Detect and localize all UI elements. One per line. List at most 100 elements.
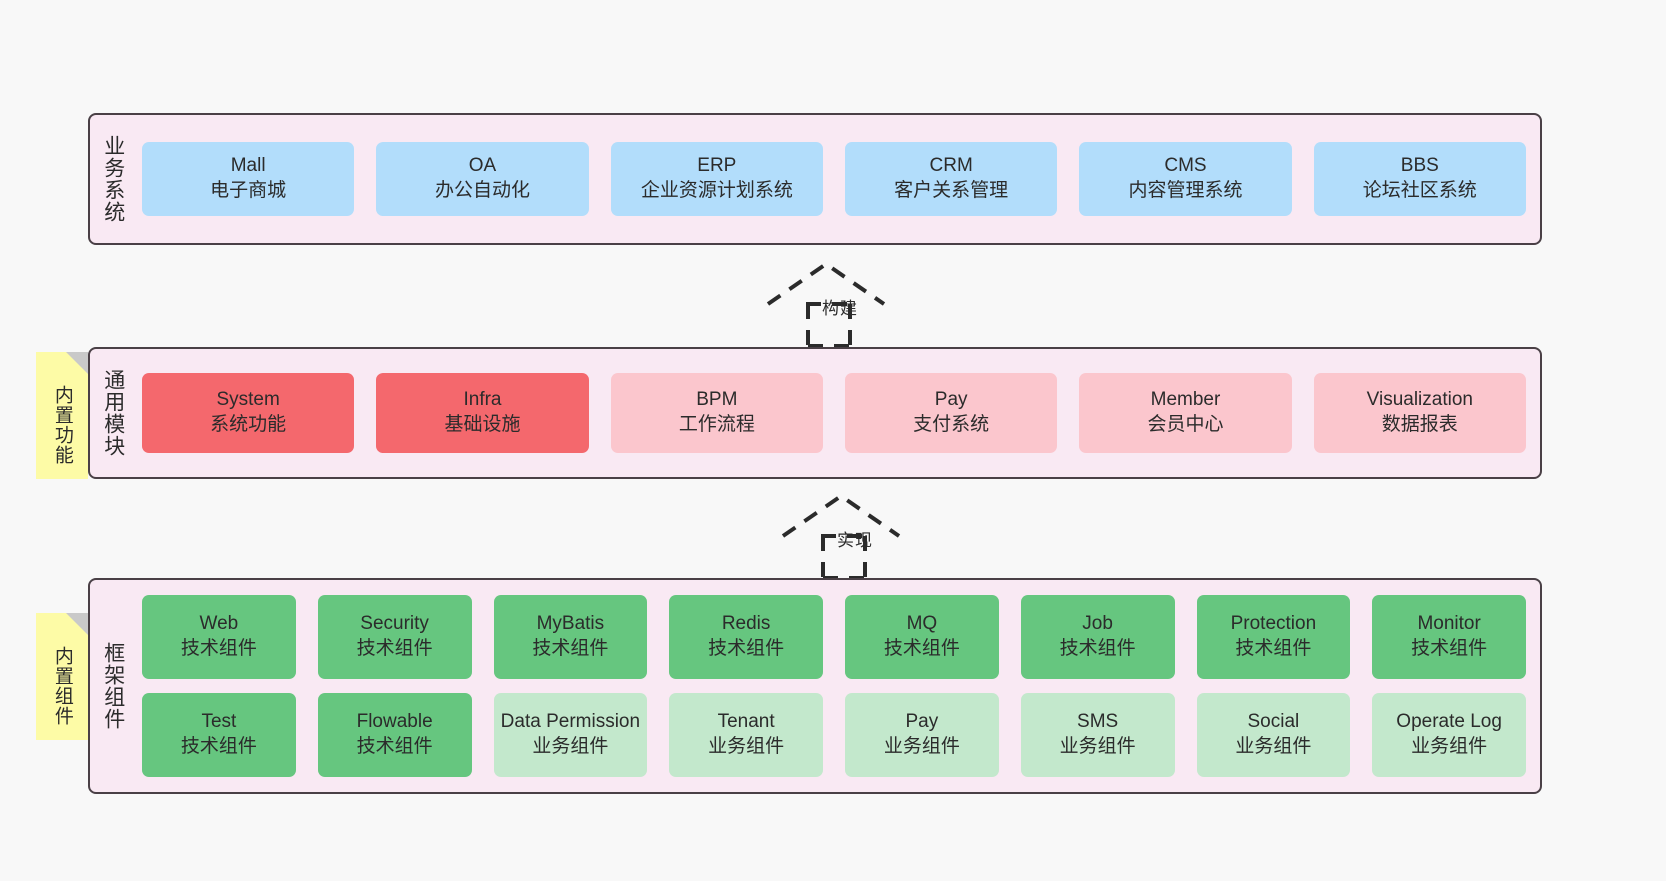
card-subtitle: 系统功能: [210, 414, 287, 435]
card-subtitle: 业务组件: [1235, 736, 1312, 757]
card-mq[interactable]: MQ 技术组件: [845, 595, 999, 679]
card-subtitle: 会员中心: [1147, 414, 1224, 435]
card-mybatis[interactable]: MyBatis 技术组件: [493, 595, 648, 679]
card-subtitle: 支付系统: [913, 414, 990, 435]
card-social[interactable]: Social 业务组件: [1196, 693, 1351, 777]
card-title: Social: [1247, 711, 1300, 733]
card-title: Visualization: [1366, 389, 1473, 411]
card-flowable[interactable]: Flowable 技术组件: [317, 693, 472, 777]
card-subtitle: 技术组件: [883, 638, 960, 659]
layer-common-modules: 通用模块 System 系统功能 Infra 基础设施 BPM 工作流程 Pay…: [88, 347, 1542, 479]
card-member[interactable]: Member 会员中心: [1079, 373, 1292, 453]
card-title: Mall: [230, 155, 266, 177]
card-title: SMS: [1077, 711, 1119, 733]
card-subtitle: 企业资源计划系统: [640, 180, 793, 201]
card-job[interactable]: Job 技术组件: [1020, 595, 1175, 679]
card-subtitle: 业务组件: [532, 736, 609, 757]
card-subtitle: 技术组件: [708, 638, 785, 659]
layer-title-business: 业务系统: [101, 135, 125, 223]
card-title: BBS: [1400, 155, 1439, 177]
card-title: OA: [468, 155, 497, 177]
card-subtitle: 电子商城: [210, 180, 287, 201]
generalization-arrow-icon: [766, 261, 886, 348]
card-erp[interactable]: ERP 企业资源计划系统: [610, 142, 823, 216]
card-subtitle: 数据报表: [1381, 414, 1458, 435]
card-subtitle: 技术组件: [356, 638, 433, 659]
card-subtitle: 技术组件: [1059, 638, 1136, 659]
card-security[interactable]: Security 技术组件: [317, 595, 472, 679]
card-row: Web 技术组件 Security 技术组件 MyBatis 技术组件 Redi…: [142, 595, 1526, 679]
card-subtitle: 技术组件: [1235, 638, 1312, 659]
card-title: Operate Log: [1396, 711, 1502, 733]
layer-body-framework: Web 技术组件 Security 技术组件 MyBatis 技术组件 Redi…: [136, 580, 1540, 792]
card-title: Redis: [721, 613, 771, 635]
card-row: System 系统功能 Infra 基础设施 BPM 工作流程 Pay 支付系统…: [142, 373, 1526, 453]
card-subtitle: 客户关系管理: [894, 180, 1009, 201]
card-title: Data Permission: [500, 711, 641, 733]
layer-framework-components: 框架组件 Web 技术组件 Security 技术组件 MyBatis 技术组件…: [88, 578, 1542, 794]
note-builtin-components: 内置组件: [36, 613, 88, 740]
card-sms[interactable]: SMS 业务组件: [1020, 693, 1175, 777]
card-title: Job: [1082, 613, 1113, 635]
card-subtitle: 技术组件: [356, 736, 433, 757]
card-operate-log[interactable]: Operate Log 业务组件: [1372, 693, 1526, 777]
card-title: Web: [199, 613, 239, 635]
card-title: Protection: [1230, 613, 1317, 635]
card-protection[interactable]: Protection 技术组件: [1196, 595, 1351, 679]
note-label: 内置功能: [51, 384, 73, 465]
card-subtitle: 技术组件: [532, 638, 609, 659]
note-label: 内置组件: [51, 645, 73, 726]
card-subtitle: 基础设施: [444, 414, 521, 435]
card-title: Flowable: [356, 711, 433, 733]
card-system[interactable]: System 系统功能: [142, 373, 355, 453]
card-title: MyBatis: [536, 613, 605, 635]
connector-build: 构建: [760, 258, 920, 348]
card-infra[interactable]: Infra 基础设施: [376, 373, 589, 453]
card-subtitle: 业务组件: [1411, 736, 1488, 757]
layer-business-systems: 业务系统 Mall 电子商城 OA 办公自动化 ERP 企业资源计划系统 CRM…: [88, 113, 1542, 245]
card-title: Test: [201, 711, 237, 733]
card-web[interactable]: Web 技术组件: [142, 595, 296, 679]
card-visualization[interactable]: Visualization 数据报表: [1313, 373, 1526, 453]
card-mall[interactable]: Mall 电子商城: [142, 142, 355, 216]
card-title: CRM: [929, 155, 973, 177]
layer-body-modules: System 系统功能 Infra 基础设施 BPM 工作流程 Pay 支付系统…: [136, 349, 1540, 477]
card-subtitle: 技术组件: [180, 638, 257, 659]
card-title: Tenant: [717, 711, 775, 733]
card-subtitle: 业务组件: [708, 736, 785, 757]
connector-label-realize: 实现: [837, 531, 873, 550]
card-oa[interactable]: OA 办公自动化: [376, 142, 589, 216]
card-tenant[interactable]: Tenant 业务组件: [669, 693, 823, 777]
card-subtitle: 工作流程: [678, 414, 755, 435]
card-data-permission[interactable]: Data Permission 业务组件: [493, 693, 648, 777]
card-monitor[interactable]: Monitor 技术组件: [1372, 595, 1526, 679]
card-pay-module[interactable]: Pay 支付系统: [844, 373, 1058, 453]
card-title: ERP: [697, 155, 737, 177]
card-row: Test 技术组件 Flowable 技术组件 Data Permission …: [142, 693, 1526, 777]
note-builtin-functions: 内置功能: [36, 352, 88, 479]
card-title: BPM: [696, 389, 738, 411]
card-subtitle: 业务组件: [883, 736, 960, 757]
card-title: Monitor: [1417, 613, 1481, 635]
card-subtitle: 技术组件: [180, 736, 257, 757]
card-cms[interactable]: CMS 内容管理系统: [1079, 142, 1292, 216]
card-subtitle: 业务组件: [1059, 736, 1136, 757]
card-pay-component[interactable]: Pay 业务组件: [845, 693, 999, 777]
layer-title-modules: 通用模块: [101, 369, 125, 457]
card-bbs[interactable]: BBS 论坛社区系统: [1313, 142, 1526, 216]
card-crm[interactable]: CRM 客户关系管理: [844, 142, 1058, 216]
card-subtitle: 办公自动化: [434, 180, 530, 201]
card-test[interactable]: Test 技术组件: [142, 693, 296, 777]
card-subtitle: 论坛社区系统: [1362, 180, 1477, 201]
card-title: CMS: [1164, 155, 1207, 177]
card-subtitle: 技术组件: [1411, 638, 1488, 659]
card-bpm[interactable]: BPM 工作流程: [610, 373, 823, 453]
card-row: Mall 电子商城 OA 办公自动化 ERP 企业资源计划系统 CRM 客户关系…: [142, 142, 1526, 216]
card-redis[interactable]: Redis 技术组件: [669, 595, 823, 679]
card-title: Pay: [934, 389, 968, 411]
layer-title-framework: 框架组件: [101, 642, 125, 730]
card-title: System: [216, 389, 280, 411]
card-subtitle: 内容管理系统: [1128, 180, 1243, 201]
card-title: Infra: [463, 389, 502, 411]
card-title: Pay: [905, 711, 939, 733]
